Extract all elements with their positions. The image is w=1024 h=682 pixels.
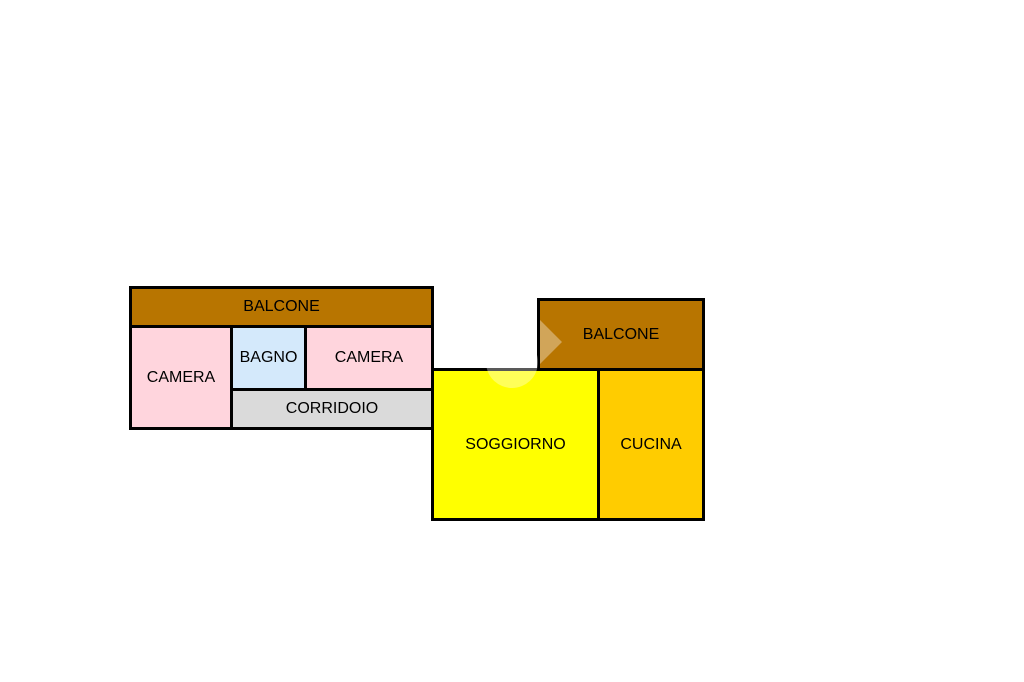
room-label-corridoio: CORRIDOIO	[285, 400, 379, 417]
room-soggiorno: SOGGIORNO	[431, 368, 600, 521]
room-balcone-right: BALCONE	[537, 298, 705, 371]
room-label-soggiorno: SOGGIORNO	[465, 435, 566, 453]
room-label-bagno: BAGNO	[239, 349, 298, 366]
room-camera-right: CAMERA	[304, 325, 434, 391]
room-label-camera-left: CAMERA	[146, 368, 216, 386]
room-bagno: BAGNO	[230, 325, 307, 391]
room-cucina: CUCINA	[597, 368, 705, 521]
room-corridoio: CORRIDOIO	[230, 388, 434, 430]
room-label-cucina: CUCINA	[620, 435, 682, 453]
room-balcone-left: BALCONE	[129, 286, 434, 328]
room-label-balcone-left: BALCONE	[243, 298, 320, 315]
room-label-balcone-right: BALCONE	[582, 325, 660, 343]
room-camera-left: CAMERA	[129, 325, 233, 430]
room-label-camera-right: CAMERA	[334, 349, 404, 366]
